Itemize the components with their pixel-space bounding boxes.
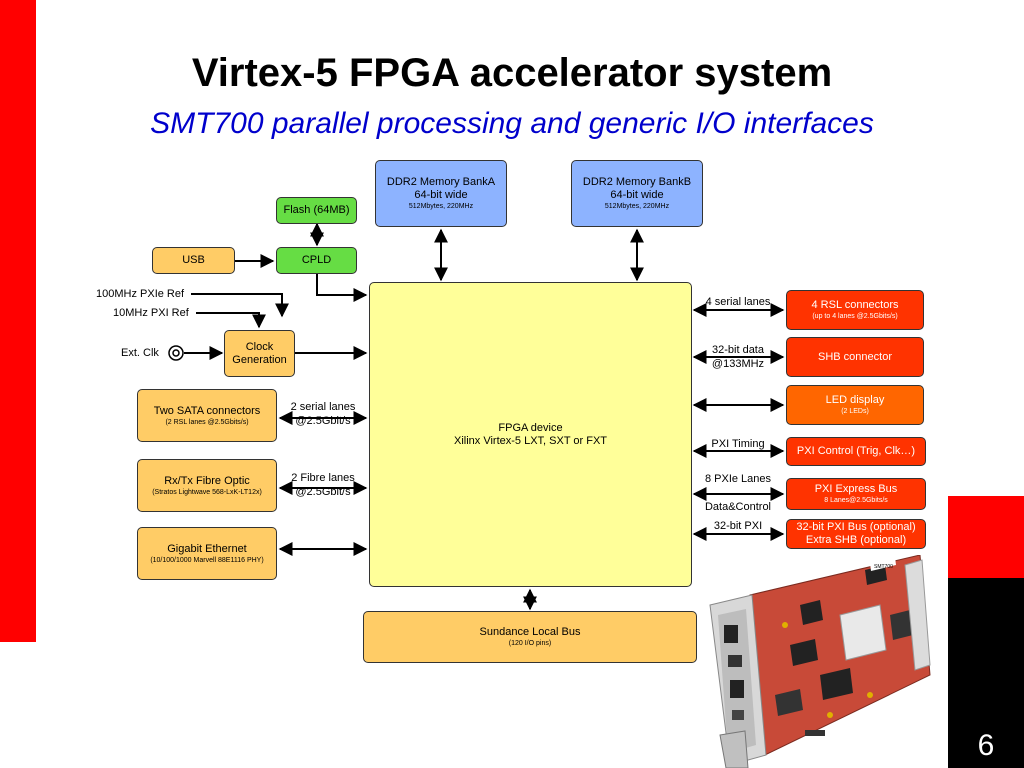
ethernet-label: Gigabit Ethernet [167, 542, 247, 555]
pxie-lanes-label: 8 PXIe Lanes [704, 473, 772, 485]
data-32-label-2: @133MHz [711, 358, 765, 370]
sundance-local-bus-block: Sundance Local Bus (120 I/O pins) [363, 611, 697, 663]
ddr2-bank-b: DDR2 Memory BankB 64-bit wide 512Mbytes,… [571, 160, 703, 227]
sata-label: Two SATA connectors [153, 404, 261, 417]
sata-detail: (2 RSL lanes @2.5Gbits/s) [165, 418, 249, 426]
pxi-control-block: PXI Control (Trig, Clk…) [786, 437, 926, 466]
flash-block: Flash (64MB) [276, 197, 357, 224]
data-32-label-1: 32-bit data [712, 344, 764, 356]
fibre-lanes-label-1: 2 Fibre lanes [291, 472, 355, 484]
shb-connector-block: SHB connector [786, 337, 924, 377]
led-display-block: LED display (2 LEDs) [786, 385, 924, 425]
rsl-label: 4 RSL connectors [811, 299, 899, 311]
fpga-line2: Xilinx Virtex-5 LXT, SXT or FXT [453, 434, 608, 447]
cpld-block: CPLD [276, 247, 357, 274]
sata-lanes-label-1: 2 serial lanes [290, 401, 356, 413]
ddr2-bank-b-detail: 512Mbytes, 220MHz [604, 203, 670, 210]
ddr2-bank-a-title: DDR2 Memory BankA [386, 176, 496, 188]
usb-label: USB [182, 254, 205, 266]
fibre-detail: (Stratos Lightwave 568-LxK-LT12x) [152, 488, 262, 496]
pxi-timing-label: PXI Timing [711, 438, 765, 450]
ethernet-block: Gigabit Ethernet (10/100/1000 Marvell 88… [137, 527, 277, 580]
cpld-label: CPLD [301, 254, 332, 266]
flash-label: Flash (64MB) [283, 204, 350, 216]
fibre-lanes-label-2: @2.5Gbit/s [295, 486, 351, 498]
rsl-connectors-block: 4 RSL connectors (up to 4 lanes @2.5Gbit… [786, 290, 924, 330]
usb-block: USB [152, 247, 235, 274]
clock-generation-line1: Clock [245, 340, 274, 353]
right-accent-red [948, 496, 1024, 578]
pxi-bus-block: 32-bit PXI Bus (optional) Extra SHB (opt… [786, 519, 926, 549]
led-label: LED display [825, 394, 885, 406]
pxi-ref-label: 10MHz PXI Ref [113, 307, 189, 319]
sundance-label: Sundance Local Bus [479, 626, 581, 638]
fpga-device-block: FPGA device Xilinx Virtex-5 LXT, SXT or … [369, 282, 692, 587]
ddr2-bank-b-title: DDR2 Memory BankB [582, 176, 692, 188]
slide-subtitle: SMT700 parallel processing and generic I… [150, 107, 874, 140]
led-detail: (2 LEDs) [841, 408, 869, 415]
sata-lanes-label-2: @2.5Gbit/s [295, 415, 351, 427]
pxi-bus-line2: Extra SHB (optional) [805, 534, 907, 546]
pxi-bus-line1: 32-bit PXI Bus (optional) [796, 521, 916, 533]
sundance-detail: (120 I/O pins) [508, 640, 552, 647]
fpga-line1: FPGA device [498, 421, 563, 434]
ddr2-bank-a: DDR2 Memory BankA 64-bit wide 512Mbytes,… [375, 160, 507, 227]
ddr2-bank-b-width: 64-bit wide [610, 189, 664, 201]
pxi-express-block: PXI Express Bus 8 Lanes@2.5Gbits/s [786, 478, 926, 510]
ddr2-bank-a-detail: 512Mbytes, 220MHz [408, 203, 474, 210]
ext-clk-label: Ext. Clk [121, 347, 159, 359]
fibre-label: Rx/Tx Fibre Optic [164, 474, 250, 487]
smt700-board-image: SMT700 [709, 555, 931, 768]
left-accent-bar [0, 0, 36, 642]
page-number: 6 [977, 729, 995, 762]
slide-title: Virtex-5 FPGA accelerator system [191, 51, 833, 95]
fibre-optic-block: Rx/Tx Fibre Optic (Stratos Lightwave 568… [137, 459, 277, 512]
board-model-label: SMT700 [874, 564, 893, 570]
ddr2-bank-a-width: 64-bit wide [414, 189, 468, 201]
clock-generation-block: Clock Generation [224, 330, 295, 377]
clock-generation-line2: Generation [232, 353, 287, 366]
pxi-express-detail: 8 Lanes@2.5Gbits/s [824, 497, 888, 504]
ext-clk-connector-icon [168, 345, 184, 361]
right-accent-black [948, 578, 1024, 768]
shb-label: SHB connector [818, 350, 892, 363]
ethernet-detail: (10/100/1000 Marvell 88E1116 PHY) [150, 556, 264, 564]
pxi-32-label: 32-bit PXI [713, 520, 763, 532]
pxi-express-label: PXI Express Bus [814, 483, 898, 495]
sata-block: Two SATA connectors (2 RSL lanes @2.5Gbi… [137, 389, 277, 442]
data-control-label: Data&Control [704, 501, 772, 513]
rsl-detail: (up to 4 lanes @2.5Gbits/s) [812, 313, 898, 320]
pxie-ref-label: 100MHz PXIe Ref [96, 288, 185, 300]
pxi-control-label: PXI Control (Trig, Clk…) [796, 445, 916, 457]
serial-lanes-label: 4 serial lanes [705, 296, 771, 308]
